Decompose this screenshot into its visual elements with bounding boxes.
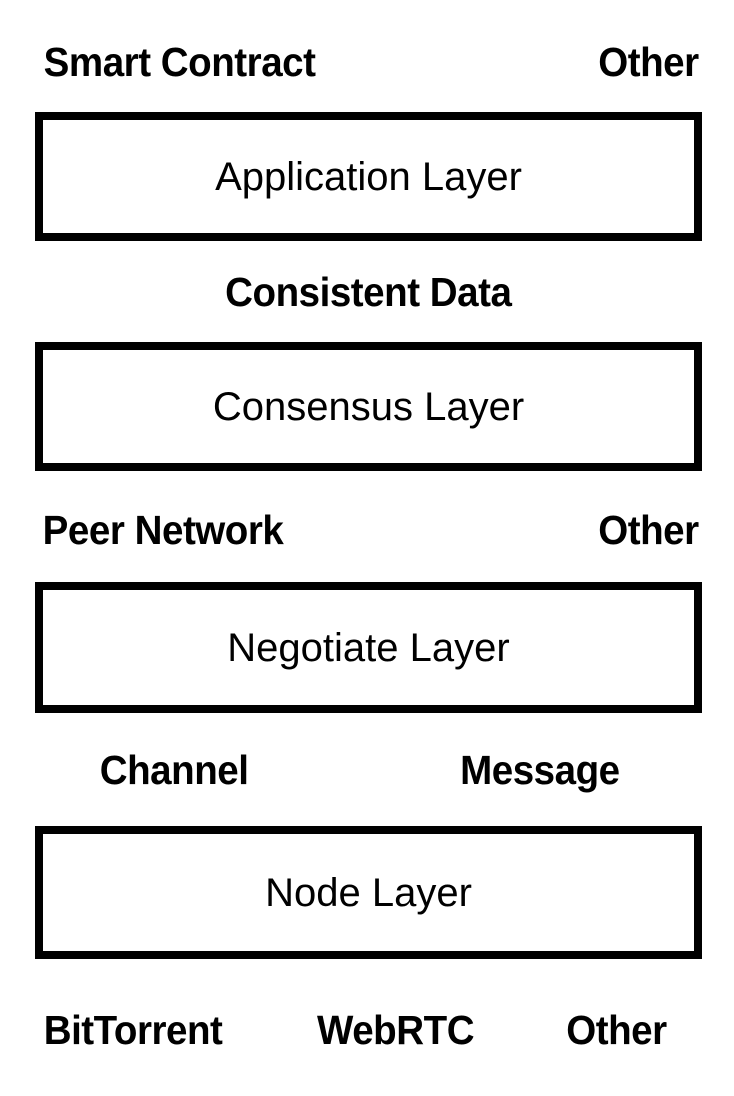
negotiate-layer-label: Negotiate Layer xyxy=(227,625,510,670)
annotation-bittorrent: BitTorrent xyxy=(43,1006,223,1053)
negotiate-layer-top-annotations: Peer Network Other xyxy=(35,502,702,558)
consensus-layer-box: Consensus Layer xyxy=(35,342,702,471)
negotiate-layer-box: Negotiate Layer xyxy=(35,582,702,713)
consensus-layer-label: Consensus Layer xyxy=(212,384,525,429)
application-layer-box: Application Layer xyxy=(35,112,702,241)
annotation-consistent-data: Consistent Data xyxy=(225,268,512,315)
application-layer-top-annotations: Smart Contract Other xyxy=(35,34,702,90)
annotation-webrtc: WebRTC xyxy=(317,1006,475,1053)
node-layer-top-annotations: Channel Message xyxy=(95,742,625,798)
annotation-other-top: Other xyxy=(598,38,699,85)
annotation-peer-network: Peer Network xyxy=(42,506,284,553)
node-layer-label: Node Layer xyxy=(265,870,472,915)
annotation-other-peer: Other xyxy=(598,506,699,553)
application-layer-label: Application Layer xyxy=(215,154,522,199)
consensus-layer-top-annotations: Consistent Data xyxy=(35,264,702,320)
annotation-channel: Channel xyxy=(99,746,249,793)
node-layer-bottom-annotations: BitTorrent WebRTC Other xyxy=(38,1002,670,1058)
annotation-other-bottom: Other xyxy=(566,1006,667,1053)
node-layer-box: Node Layer xyxy=(35,826,702,959)
annotation-message: Message xyxy=(460,746,620,793)
annotation-smart-contract: Smart Contract xyxy=(43,38,316,85)
